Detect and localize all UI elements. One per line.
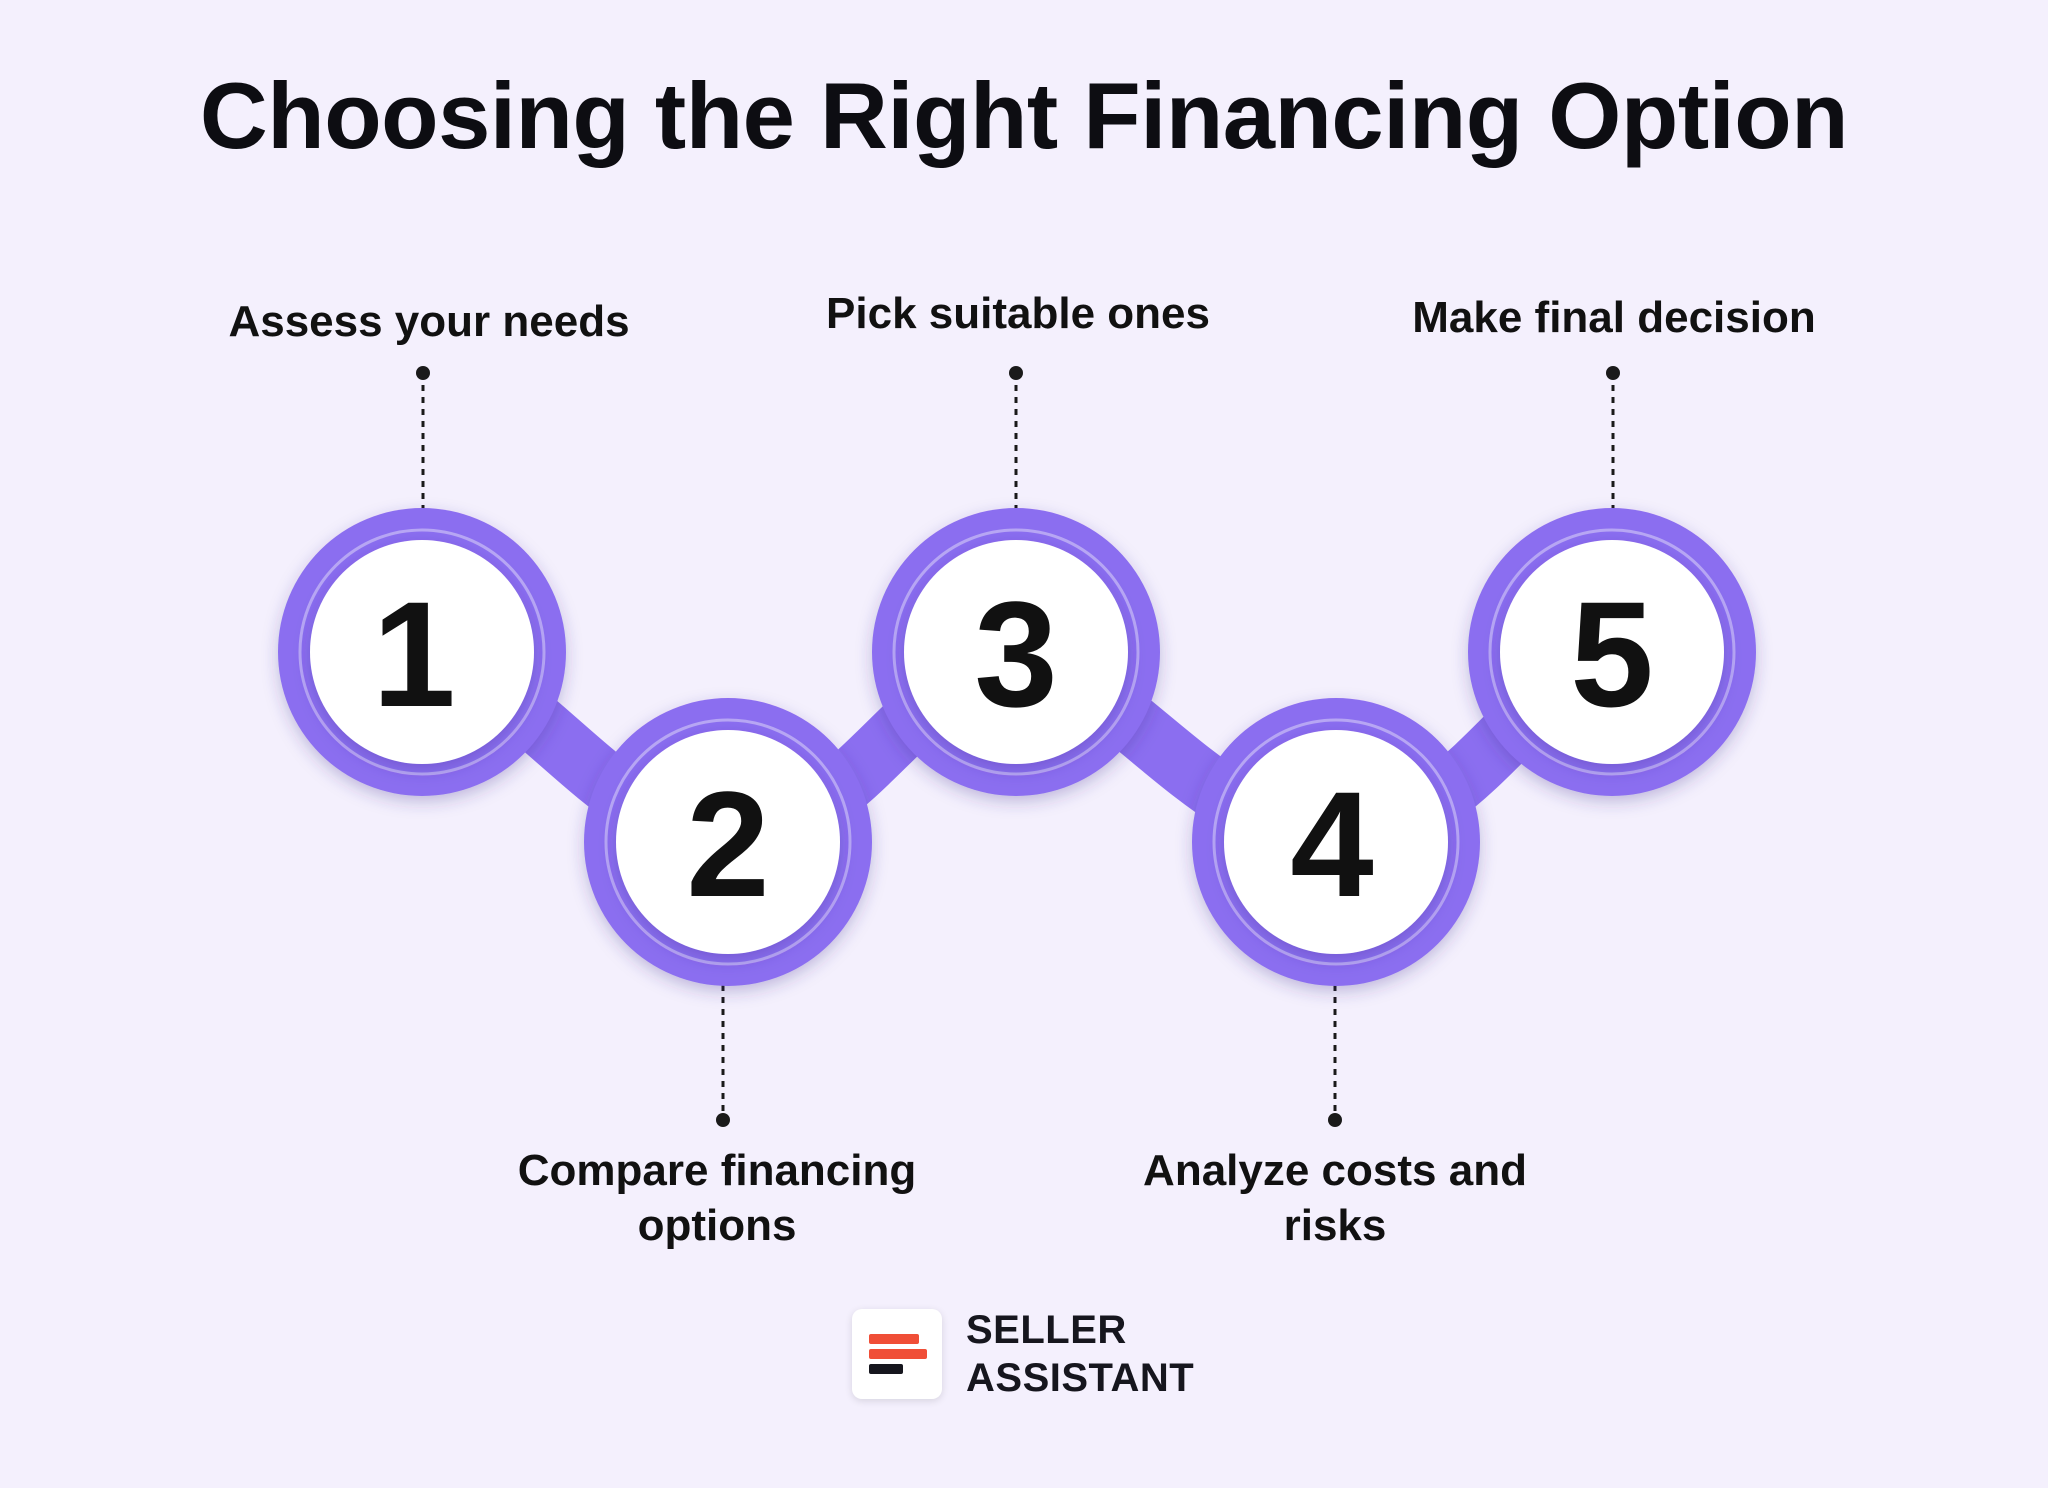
page-title: Choosing the Right Financing Option — [199, 63, 1849, 168]
step-label-5: Make final decision — [1412, 293, 1816, 342]
leader-dot-3 — [1009, 366, 1023, 380]
step-number-5: 5 — [1570, 570, 1653, 738]
step-label-2: Compare financing options — [517, 1146, 917, 1250]
logo-wordmark: SELLER ASSISTANT — [966, 1306, 1194, 1402]
leader-dots — [416, 366, 1620, 1127]
step-circle-2: 2 — [584, 698, 872, 986]
step-circle-1: 1 — [278, 508, 566, 796]
seller-assistant-logo: SELLER ASSISTANT — [852, 1306, 1194, 1402]
leader-dot-5 — [1606, 366, 1620, 380]
step-number-1: 1 — [372, 570, 455, 738]
logo-line-1: SELLER — [966, 1308, 1127, 1352]
step-label-4: Analyze costs and risks — [1143, 1146, 1527, 1250]
step-label-1: Assess your needs — [228, 297, 630, 346]
leader-dot-4 — [1328, 1113, 1342, 1127]
leader-lines — [421, 373, 1615, 1118]
step-circle-4: 4 — [1192, 698, 1480, 986]
step-number-3: 3 — [974, 570, 1057, 738]
logo-line-2: ASSISTANT — [966, 1356, 1195, 1400]
leader-dot-2 — [716, 1113, 730, 1127]
step-circle-5: 5 — [1468, 508, 1756, 796]
step-number-4: 4 — [1290, 760, 1373, 928]
step-label-3: Pick suitable ones — [826, 289, 1210, 338]
step-circle-3: 3 — [872, 508, 1160, 796]
leader-dot-1 — [416, 366, 430, 380]
step-number-2: 2 — [686, 760, 769, 928]
stacked-bars-logo-icon — [852, 1309, 942, 1399]
